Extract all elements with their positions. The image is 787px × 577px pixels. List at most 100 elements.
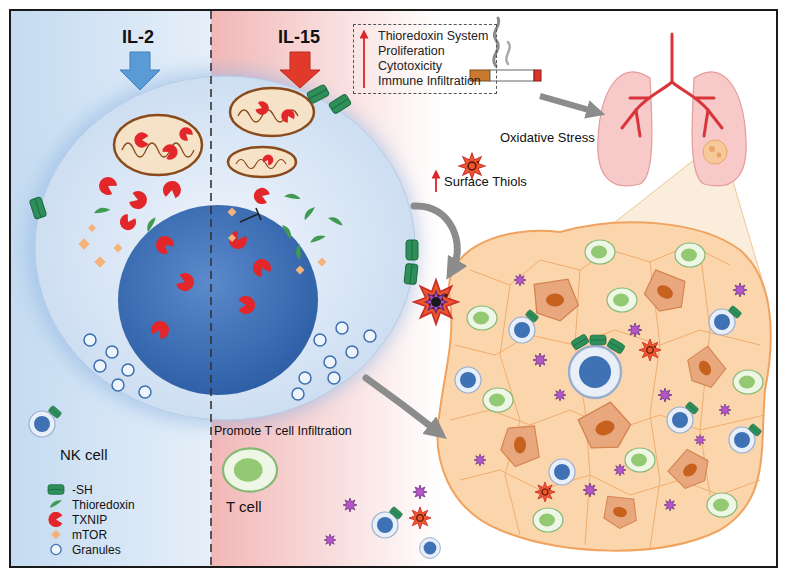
- inhibition-symbol: [240, 214, 258, 222]
- tumor: [525, 309, 539, 322]
- tumor: [607, 288, 637, 312]
- thioredoxin-icons: [143, 217, 160, 232]
- tumor: [625, 448, 655, 472]
- lungs: [672, 82, 708, 110]
- lungs: [709, 146, 715, 152]
- legend-icon: [51, 544, 61, 554]
- tumor: [681, 344, 730, 394]
- cigarette: [494, 18, 499, 66]
- thioredoxin-icons: [310, 234, 325, 245]
- tumor: [575, 270, 590, 545]
- granules: [84, 334, 96, 346]
- tumor: [667, 407, 693, 433]
- killing-burst: [414, 280, 458, 324]
- tumor: [748, 423, 762, 436]
- legend-swatch: [44, 497, 68, 512]
- txnip-icons: [252, 186, 272, 206]
- txnip-icons: [254, 100, 270, 117]
- tumor: [639, 339, 661, 361]
- txnip-icons: [162, 180, 183, 199]
- summary-box: Thioredoxin SystemProliferationCytotoxic…: [353, 24, 497, 94]
- surface-thiols: [306, 84, 329, 104]
- lungs: [696, 98, 722, 136]
- mtor-icons: [94, 256, 105, 267]
- txnip-icons: [175, 271, 197, 294]
- outside-cells: [409, 507, 431, 529]
- effect-arrows: [366, 378, 438, 432]
- nk-cell-illustration: [26, 70, 418, 426]
- outside-cells: [413, 485, 427, 499]
- legend-swatch: [44, 527, 68, 542]
- granules: [314, 334, 326, 346]
- nk-cell-illustration: [118, 205, 318, 395]
- mtor-icons: [88, 224, 96, 232]
- cytokine-arrows: [280, 52, 320, 88]
- thioredoxin-icons: [284, 190, 301, 206]
- cell-label: T cell: [226, 498, 262, 516]
- mtor-icons: [295, 265, 304, 274]
- tumor: [695, 435, 706, 446]
- tumor: [639, 266, 694, 320]
- lungs: [598, 72, 652, 186]
- cytokine-arrows: [120, 52, 160, 90]
- tumor: [576, 398, 636, 456]
- granules: [299, 372, 311, 384]
- txnip-icons: [134, 132, 148, 147]
- legend-icon: [51, 530, 61, 540]
- txnip-icons: [96, 100, 297, 341]
- legend-text: mTOR: [72, 528, 107, 542]
- legend-text: Thioredoxin: [72, 498, 135, 512]
- effect-arrows: [414, 206, 457, 270]
- box-text: Immune Infiltration: [378, 74, 488, 89]
- cell-label: NK cell: [60, 446, 108, 464]
- granules: [328, 372, 340, 384]
- surface-thiols: [29, 197, 47, 220]
- surface-thiols: [406, 240, 418, 260]
- effect-arrows: [366, 206, 457, 432]
- mtor-icons: [78, 207, 326, 274]
- tumor: [628, 323, 642, 337]
- legend-row: TXNIP: [44, 512, 107, 527]
- legend-row: Thioredoxin: [44, 497, 135, 512]
- lungs: [598, 34, 746, 186]
- cigarette: [506, 42, 509, 64]
- legend-row: -SH: [44, 482, 93, 497]
- txnip-icons: [96, 174, 119, 198]
- mitochondria: [236, 160, 286, 169]
- tumor: [707, 493, 737, 517]
- mitochondria: [228, 147, 296, 177]
- thioredoxin-icons: [302, 207, 318, 220]
- granules: [139, 386, 151, 398]
- granules: [106, 346, 118, 358]
- tumor: [664, 499, 676, 511]
- granules: [94, 360, 106, 372]
- tumor: [585, 240, 615, 264]
- lungs: [622, 98, 648, 136]
- legend-swatch: [44, 542, 68, 557]
- legend-icon: [50, 500, 62, 508]
- thioredoxin-icons: [292, 243, 307, 260]
- tumor: [450, 245, 765, 548]
- granules: [122, 364, 134, 376]
- legend-row: Granules: [44, 542, 121, 557]
- tumor: [438, 222, 771, 550]
- tumor: [658, 388, 672, 402]
- cytokine-label: IL-2: [122, 27, 154, 49]
- nk-cell-illustration: [35, 76, 415, 420]
- tumor: [483, 388, 513, 412]
- tumor: [455, 367, 481, 393]
- txnip-icons: [279, 107, 297, 125]
- tumor: [590, 335, 606, 345]
- box-text: Proliferation: [378, 44, 488, 59]
- cigarette: [540, 96, 596, 112]
- outside-cells: [324, 534, 336, 546]
- lungs: [622, 34, 722, 136]
- tumor: [514, 274, 526, 286]
- txnip-icons: [128, 189, 150, 212]
- tumor: [685, 401, 699, 414]
- granules: [112, 379, 124, 391]
- surface-thiols: [328, 94, 351, 115]
- outside-cells: [389, 506, 403, 519]
- granules: [324, 356, 336, 368]
- frame: [10, 10, 777, 567]
